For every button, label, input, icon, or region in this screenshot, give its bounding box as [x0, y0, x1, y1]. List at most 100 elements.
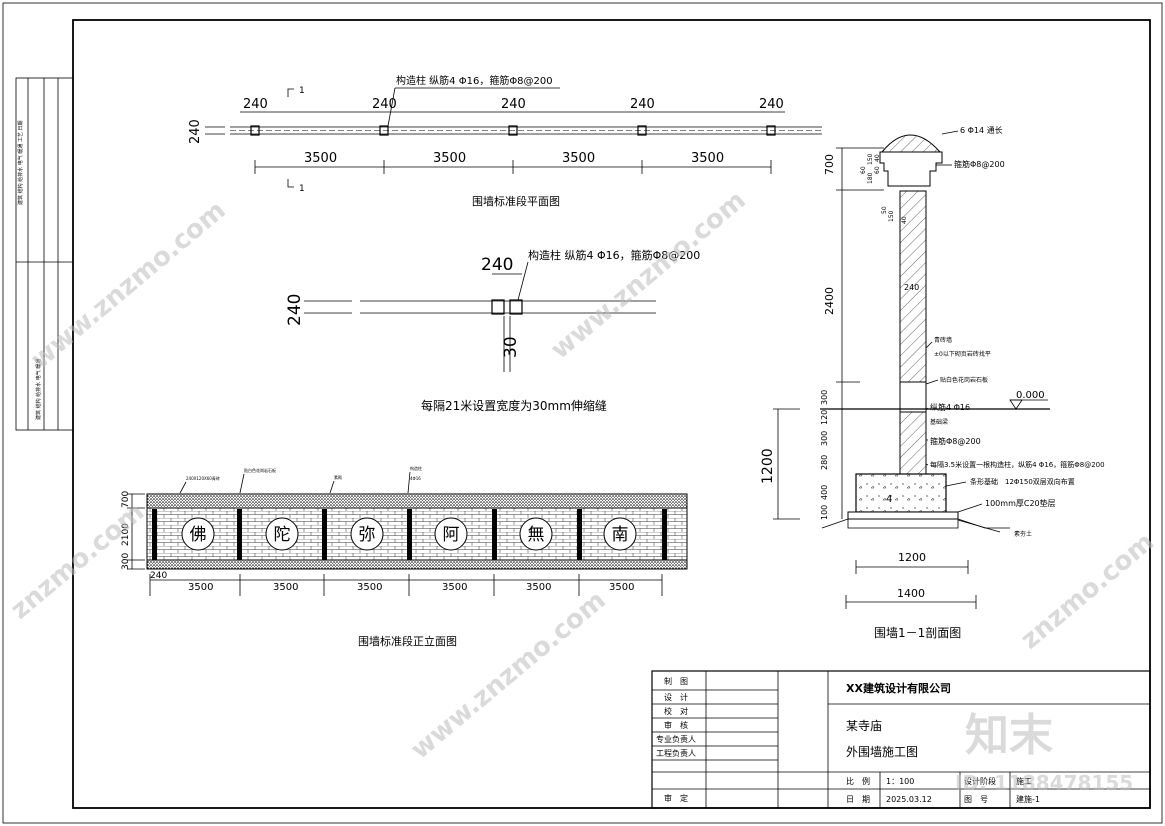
section-lower-dim: 280	[820, 455, 829, 470]
section-note: 纵筋4 Φ16	[930, 402, 970, 412]
section-lower-dim: 300	[820, 390, 829, 405]
elevation-tiny-label: 4Φ16	[410, 476, 421, 481]
watermark-site: www.znzmo.com	[545, 185, 751, 365]
elevation-tiny-label: 贴白色花岗岩石板	[244, 467, 276, 473]
section-small-dim: 40	[901, 216, 908, 224]
section-wall-width: 240	[904, 283, 919, 292]
section-note: ±0以下砌页岩砖找平	[934, 350, 991, 358]
section-note: 每隔3.5米设置一根构造柱，纵筋4 Φ16，箍筋Φ8@200	[930, 460, 1105, 469]
section-cap-dim: 180	[867, 172, 874, 184]
section-base-width: 1400	[897, 587, 925, 600]
section-note: 青砖墙	[934, 336, 952, 344]
section-level: 0.000	[1016, 390, 1045, 401]
section-note: 条形基础 12Φ150双层双向布置	[970, 477, 1075, 486]
watermark-site: www.znzmo.com	[405, 585, 611, 765]
design-stage-value: 施工	[1016, 776, 1032, 786]
plaque-character: 弥	[359, 525, 376, 545]
plan-post-dim: 240	[243, 97, 268, 112]
joint-post-note: 构造柱 纵筋4 Φ16，箍筋Φ8@200	[528, 248, 700, 262]
plan-post-note: 构造柱 纵筋4 Φ16，箍筋Φ8@200	[396, 74, 553, 87]
role-label: 审 定	[664, 793, 688, 803]
role-label: 设 计	[664, 692, 688, 702]
plan-post-dim: 240	[630, 97, 655, 112]
date-label: 日 期	[846, 795, 870, 804]
plan-post	[508, 125, 518, 136]
role-label: 制 图	[664, 676, 688, 686]
elevation-tiny-label: 素砌	[334, 474, 342, 480]
elevation-height-dim: 700	[121, 491, 131, 508]
elevation-height-dim: 300	[121, 553, 131, 570]
elevation-span-dim: 3500	[357, 582, 382, 593]
elevation-base-dim: 240	[150, 571, 167, 581]
plan-span-dim: 3500	[304, 151, 337, 166]
role-label: 专业负责人	[656, 734, 696, 744]
watermark-brand-logo: 知末	[965, 710, 1053, 761]
plan-title: 围墙标准段平面图	[472, 194, 560, 208]
section-top-dim: 700	[823, 154, 836, 175]
section-small-dim: 150	[888, 210, 895, 222]
plan-span-dim: 3500	[562, 151, 595, 166]
scale-label: 比 例	[846, 776, 870, 786]
section-cap-dim: 40	[874, 154, 881, 162]
section-lower-dim: 120	[820, 410, 829, 425]
footing-mark: 4	[886, 494, 892, 505]
section-note: 贴白色花岗岩石板	[940, 376, 988, 384]
watermark-site: www.znzmo.com	[25, 195, 231, 375]
number-value: 建施-1	[1016, 794, 1040, 804]
joint-title: 每隔21米设置宽度为30mm伸缩缝	[421, 398, 607, 413]
section-mark: 1	[299, 86, 305, 96]
section-note: 箍筋Φ8@200	[954, 159, 1005, 169]
design-stage-label: 设计阶段	[964, 776, 996, 786]
elevation-tiny-label: 构造柱	[410, 465, 422, 471]
elevation-height-dim: 2100	[121, 523, 131, 546]
role-label: 审 核	[664, 720, 688, 730]
section-top-dim: 2400	[823, 287, 836, 315]
section-small-dim: 50	[881, 206, 888, 214]
plan-post	[250, 125, 260, 136]
plaque-character: 阿	[443, 525, 460, 545]
strip-lower-label: 建筑 结构 给排水 电气 暖通	[35, 359, 42, 420]
drawing-name: 外围墙施工图	[846, 745, 918, 759]
number-label: 图 号	[964, 795, 988, 804]
scale-value: 1：100	[886, 777, 914, 786]
plan-span-dim: 3500	[433, 151, 466, 166]
section-total-height: 1200	[760, 448, 776, 484]
section-note: 基础梁	[930, 418, 948, 426]
plan-post-dim: 240	[759, 97, 784, 112]
elevation-tiny-label: 240X120X60青砖	[186, 475, 220, 481]
plaque-character: 南	[612, 525, 629, 545]
elevation-span-dim: 3500	[526, 582, 551, 593]
plaque-character: 無	[528, 525, 545, 545]
watermark-site-short: znzmo.com	[1015, 527, 1160, 655]
plan-post	[637, 125, 647, 136]
section-title: 围墙1－1剖面图	[874, 626, 961, 640]
plan-post	[379, 125, 389, 136]
section-note: 6 Φ14 通长	[960, 125, 1003, 135]
section-cap-dim: 60	[860, 166, 867, 174]
section-note: 箍筋Φ8@200	[930, 436, 981, 446]
elevation-span-dim: 3500	[188, 582, 213, 593]
company-name: XX建筑设计有限公司	[846, 681, 951, 695]
section-note: 100mm厚C20垫层	[985, 498, 1056, 508]
plaque: 佛	[181, 517, 215, 551]
plaque: 阿	[434, 517, 468, 551]
left-sign-strip: 建筑 结构 给排水 电气 暖通 工艺 日期 建筑 结构 给排水 电气 暖通	[15, 77, 74, 431]
plaque: 無	[519, 517, 553, 551]
plan-view: 240 240 240 240 240 240 3500 3500 3500 3…	[188, 74, 822, 208]
role-label: 工程负责人	[656, 748, 696, 758]
elevation-span-dim: 3500	[609, 582, 634, 593]
section-footing-width: 1200	[898, 551, 926, 564]
plan-thickness-dim: 240	[188, 119, 203, 144]
project-name: 某寺庙	[846, 719, 882, 733]
plaque-character: 佛	[190, 525, 207, 545]
elevation-span-dim: 3500	[273, 582, 298, 593]
role-label: 校 对	[664, 706, 688, 716]
joint-left-dim: 240	[285, 294, 305, 326]
joint-top-dim: 240	[481, 255, 513, 275]
plaque: 弥	[350, 517, 384, 551]
watermark-id: ID: 1188478155	[955, 771, 1133, 795]
plan-span-dim: 3500	[691, 151, 724, 166]
joint-gap-dim: 30	[501, 336, 521, 358]
